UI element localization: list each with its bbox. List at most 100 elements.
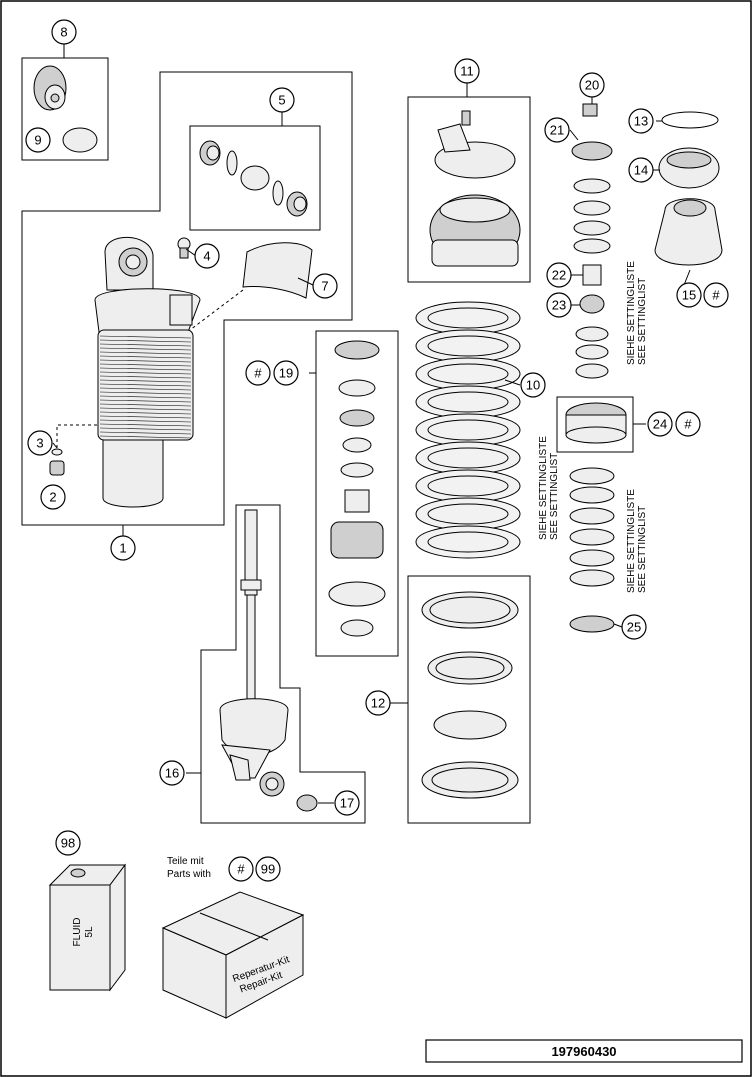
callout-14[interactable]: 14 <box>628 157 654 183</box>
setting-note-spring: SIEHE SETTINGLISTE SEE SETTINGLIST <box>538 436 560 540</box>
callout-19-hash[interactable]: # <box>245 360 271 386</box>
svg-text:16: 16 <box>165 766 179 781</box>
svg-text:SIEHE SETTINGLISTE: SIEHE SETTINGLISTE <box>626 261 637 365</box>
svg-text:#: # <box>712 288 720 303</box>
callout-23[interactable]: 23 <box>546 292 572 318</box>
lower-stack-drawing <box>569 467 615 633</box>
spring-adjuster-11-drawing <box>429 110 521 267</box>
svg-text:15: 15 <box>682 288 696 303</box>
callout-24-hash[interactable]: # <box>675 411 701 437</box>
svg-text:SIEHE SETTINGLISTE: SIEHE SETTINGLISTE <box>538 436 549 540</box>
svg-text:3: 3 <box>36 436 43 451</box>
shim-stack-19-drawing <box>328 340 386 637</box>
svg-text:8: 8 <box>60 25 67 40</box>
top-mount-14-drawing <box>658 147 720 189</box>
spring-10-drawing <box>415 301 521 559</box>
svg-text:9: 9 <box>34 133 41 148</box>
svg-text:21: 21 <box>550 123 564 138</box>
svg-text:1: 1 <box>119 541 126 556</box>
ring-13-drawing <box>661 111 719 129</box>
svg-text:22: 22 <box>552 268 566 283</box>
svg-text:SEE SETTINGLIST: SEE SETTINGLIST <box>637 278 648 365</box>
svg-text:14: 14 <box>634 163 648 178</box>
svg-text:5: 5 <box>278 93 285 108</box>
callout-7[interactable]: 7 <box>312 273 338 299</box>
group-19-box <box>315 330 399 657</box>
callout-4[interactable]: 4 <box>194 243 220 269</box>
svg-text:24: 24 <box>653 417 667 432</box>
callout-3[interactable]: 3 <box>27 430 53 456</box>
spring-seats-12-drawing <box>421 591 519 799</box>
bushing-17-drawing <box>296 794 318 812</box>
callout-16[interactable]: 16 <box>159 760 185 786</box>
fluid-can-98-drawing: FLUID 5L <box>48 863 126 992</box>
group-11-box <box>407 96 531 283</box>
parts-note-en: Parts with <box>167 869 211 880</box>
bump-stop-15-drawing <box>654 198 723 266</box>
svg-text:#: # <box>237 862 245 877</box>
svg-text:SEE SETTINGLIST: SEE SETTINGLIST <box>549 453 560 540</box>
svg-text:11: 11 <box>460 64 474 79</box>
callout-21[interactable]: 21 <box>544 117 570 143</box>
svg-text:7: 7 <box>321 279 328 294</box>
callout-99-hash[interactable]: # <box>228 856 254 882</box>
callout-8[interactable]: 8 <box>51 19 77 45</box>
callout-98[interactable]: 98 <box>55 830 81 856</box>
group-12-box <box>407 575 531 824</box>
svg-text:20: 20 <box>585 78 599 93</box>
svg-text:17: 17 <box>340 796 354 811</box>
group-8-box <box>21 57 109 161</box>
callout-1[interactable]: 1 <box>110 535 136 561</box>
callout-5[interactable]: 5 <box>269 87 295 113</box>
fluid-can-volume: 5L <box>84 926 95 938</box>
leader-lines <box>52 44 691 804</box>
svg-text:4: 4 <box>203 249 210 264</box>
svg-text:23: 23 <box>552 298 566 313</box>
callout-2[interactable]: 2 <box>40 484 66 510</box>
callout-25[interactable]: 25 <box>621 614 647 640</box>
setting-note-lower-stack: SIEHE SETTINGLISTE SEE SETTINGLIST <box>626 489 648 593</box>
group-1-outline <box>21 71 353 526</box>
callout-99[interactable]: 99 <box>255 856 281 882</box>
callout-24[interactable]: 24 <box>647 411 673 437</box>
callout-17[interactable]: 17 <box>334 790 360 816</box>
fluid-can-label: FLUID <box>72 918 83 947</box>
svg-text:19: 19 <box>279 366 293 381</box>
parts-note-de: Teile mit <box>167 856 204 867</box>
callout-15[interactable]: 15 <box>676 282 702 308</box>
valve-4-drawing <box>177 237 191 259</box>
cover-7-drawing <box>242 242 313 299</box>
callout-9[interactable]: 9 <box>25 127 51 153</box>
setting-note-upper-stack: SIEHE SETTINGLISTE SEE SETTINGLIST <box>626 261 648 365</box>
svg-text:25: 25 <box>627 620 641 635</box>
svg-text:#: # <box>254 366 262 381</box>
repair-kit-drawing: Reperatur-Kit Repair-Kit <box>161 891 305 1019</box>
screw-2-drawing <box>49 424 100 476</box>
callout-11[interactable]: 11 <box>454 58 480 84</box>
shock-body-drawing <box>94 236 201 508</box>
svg-text:99: 99 <box>261 862 275 877</box>
svg-text:2: 2 <box>49 490 56 505</box>
callout-19[interactable]: 19 <box>273 360 299 386</box>
callout-13[interactable]: 13 <box>628 108 654 134</box>
svg-text:98: 98 <box>61 836 75 851</box>
svg-text:SEE SETTINGLIST: SEE SETTINGLIST <box>637 506 648 593</box>
callout-15-hash[interactable]: # <box>703 282 729 308</box>
callout-22[interactable]: 22 <box>546 262 572 288</box>
seal-kit-5-drawing <box>199 140 308 217</box>
callout-10[interactable]: 10 <box>520 372 546 398</box>
base-valve-24-drawing <box>565 402 627 444</box>
group-16-outline <box>200 504 366 824</box>
callout-12[interactable]: 12 <box>365 690 391 716</box>
svg-text:#: # <box>684 417 692 432</box>
callout-20[interactable]: 20 <box>579 72 605 98</box>
document-id: 197960430 <box>551 1044 616 1059</box>
svg-text:10: 10 <box>526 378 540 393</box>
svg-text:12: 12 <box>371 696 385 711</box>
piston-rod-16-drawing <box>219 509 289 797</box>
svg-text:SIEHE SETTINGLISTE: SIEHE SETTINGLISTE <box>626 489 637 593</box>
reservoir-cap-8-drawing <box>33 65 98 153</box>
group-5-box <box>189 125 321 231</box>
